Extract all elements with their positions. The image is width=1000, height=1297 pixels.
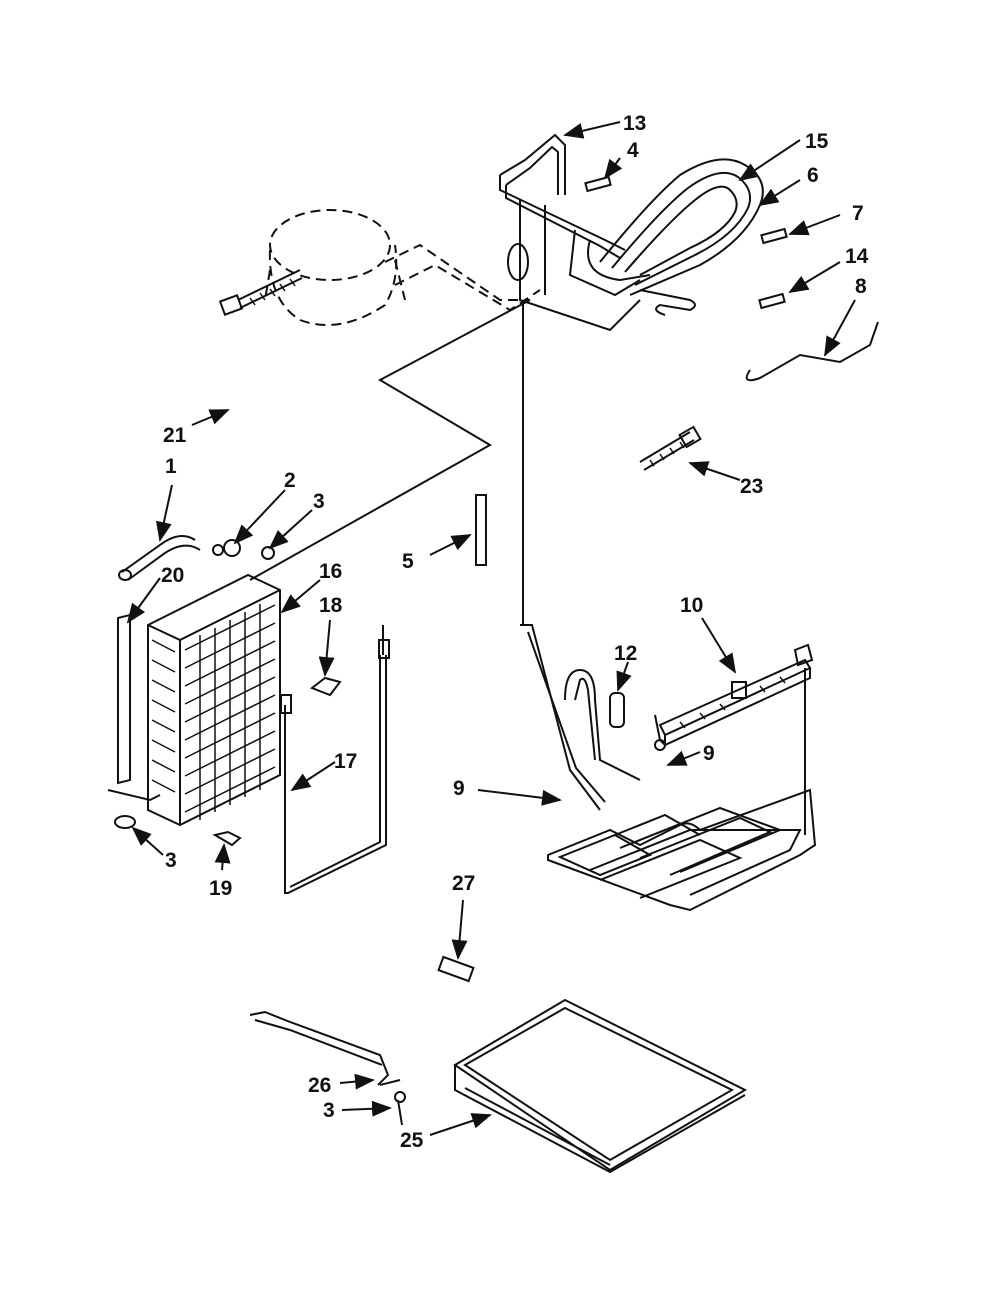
cable-tie-23 xyxy=(639,425,702,471)
callout-20: 20 xyxy=(161,564,184,587)
pin-4 xyxy=(584,175,612,193)
callout-12: 12 xyxy=(614,642,637,665)
part-2 xyxy=(223,539,241,557)
callout-3-screw: 3 xyxy=(323,1099,335,1122)
cable-tie-21 xyxy=(218,269,303,316)
callout-15: 15 xyxy=(805,130,829,153)
part-3-lower xyxy=(114,815,136,829)
clip-18 xyxy=(309,676,342,697)
callout-13: 13 xyxy=(623,112,646,135)
tube-5 xyxy=(475,494,487,566)
callout-18: 18 xyxy=(319,594,343,617)
part-26 xyxy=(249,1010,401,1086)
drain-pan-25 xyxy=(453,998,748,1174)
leader-lines xyxy=(126,121,856,1136)
callout-3-lower: 3 xyxy=(165,849,177,872)
part-3-upper xyxy=(261,546,275,560)
callout-7: 7 xyxy=(852,202,864,225)
screw-3 xyxy=(397,1099,403,1126)
part-27 xyxy=(437,955,475,983)
tubing-dashed xyxy=(249,243,541,581)
callout-21: 21 xyxy=(163,424,187,447)
bracket-10 xyxy=(658,643,814,835)
callout-17: 17 xyxy=(334,750,357,773)
part-19 xyxy=(212,830,242,847)
upper-tubing-assembly xyxy=(499,133,764,332)
callout-23: 23 xyxy=(740,475,763,498)
compressor-outline xyxy=(264,209,406,326)
evaporator-coil xyxy=(107,573,281,827)
callout-27: 27 xyxy=(452,872,475,895)
callout-2: 2 xyxy=(284,469,296,492)
part-1 xyxy=(121,535,196,573)
wire-8 xyxy=(745,321,879,382)
callout-6: 6 xyxy=(807,164,819,187)
part-12 xyxy=(609,692,625,728)
callout-9: 9 xyxy=(453,777,465,800)
pin-14 xyxy=(758,292,786,310)
callout-numbers: 13 4 15 6 7 14 8 21 23 1 2 3 5 20 16 18 … xyxy=(161,112,869,1152)
callout-14: 14 xyxy=(845,245,869,268)
callout-25: 25 xyxy=(400,1129,424,1152)
callout-8: 8 xyxy=(855,275,867,298)
defrost-heater-9 xyxy=(520,300,817,912)
callout-4: 4 xyxy=(627,139,639,162)
callout-1: 1 xyxy=(165,455,177,478)
callout-26: 26 xyxy=(308,1074,331,1097)
callout-3-upper: 3 xyxy=(313,490,325,513)
pin-7 xyxy=(760,227,788,245)
heater-17 xyxy=(280,625,390,894)
callout-9-screw: 9 xyxy=(703,742,715,765)
callout-16: 16 xyxy=(319,560,342,583)
callout-10: 10 xyxy=(680,594,703,617)
callout-5: 5 xyxy=(402,550,414,573)
callout-19: 19 xyxy=(209,877,232,900)
